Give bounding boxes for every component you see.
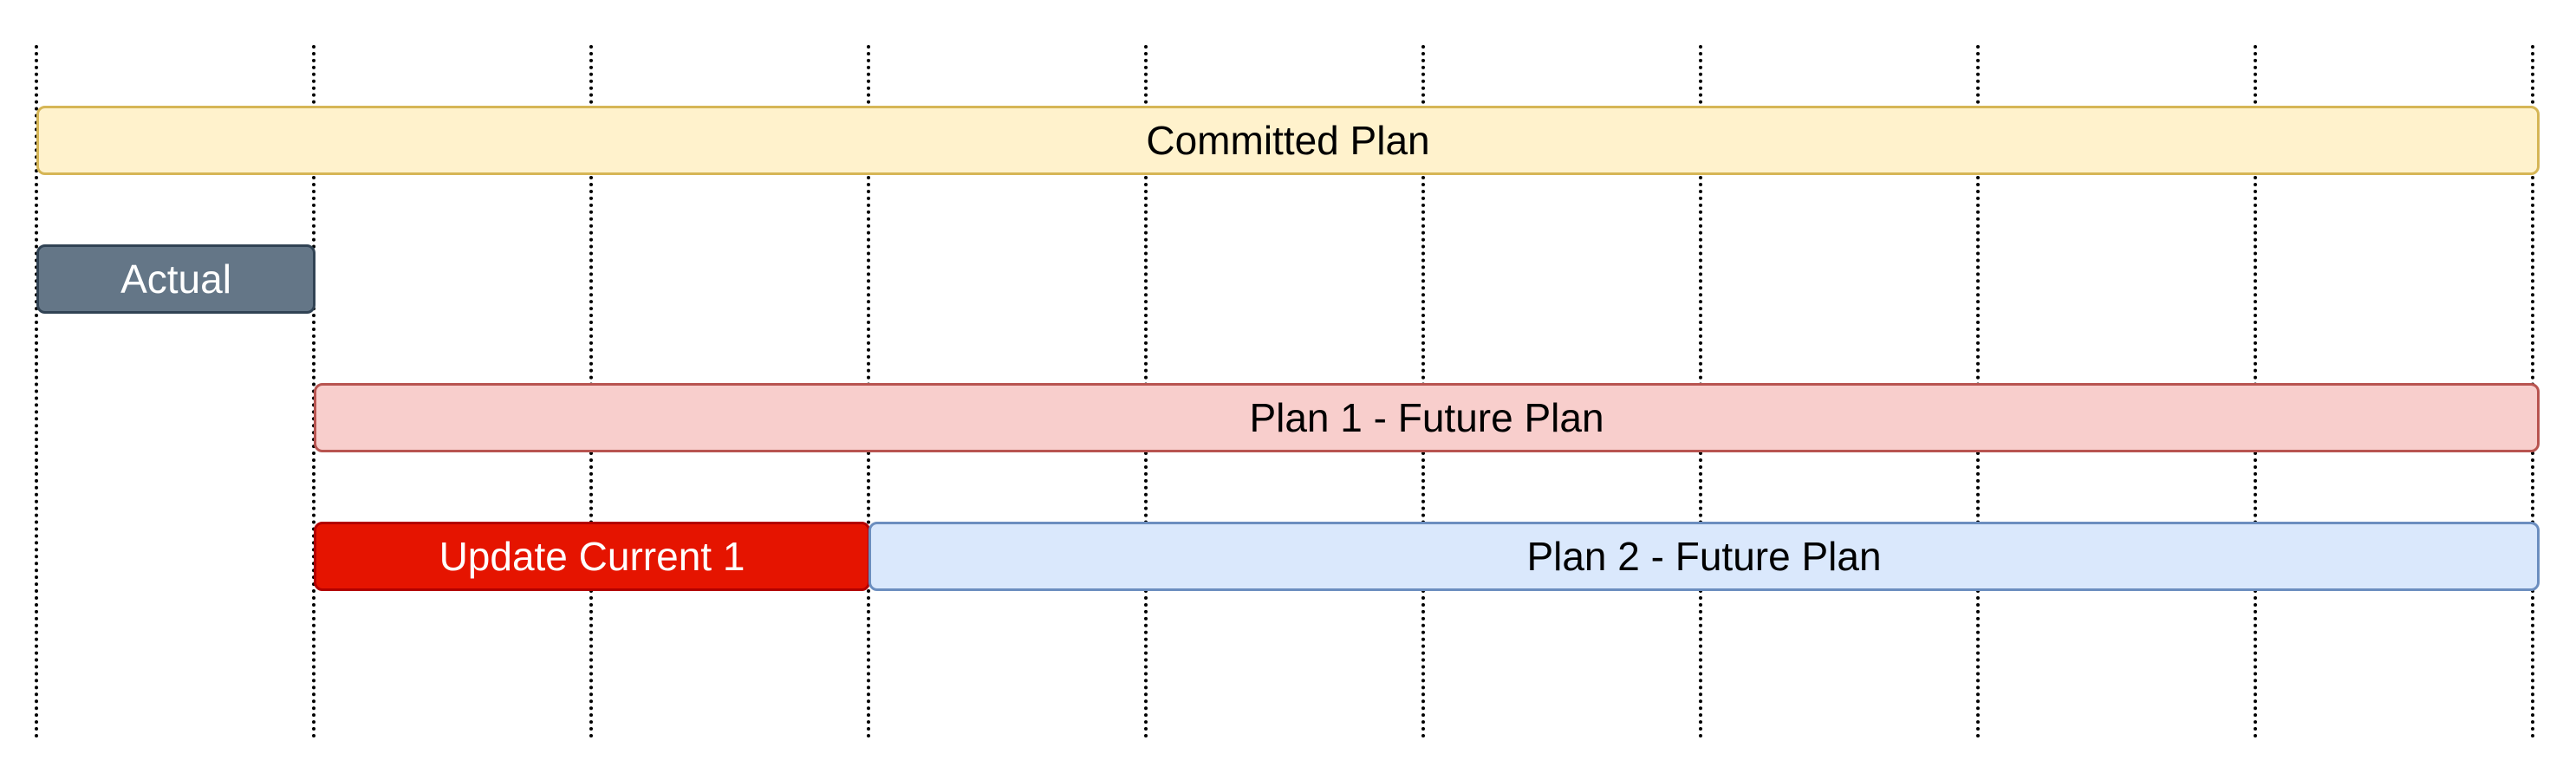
- update-current-1-label: Update Current 1: [439, 534, 745, 579]
- plan-2-future-plan-bar[interactable]: Plan 2 - Future Plan: [868, 522, 2540, 591]
- plan-1-future-plan-label: Plan 1 - Future Plan: [1249, 395, 1604, 440]
- plan-2-future-plan-label: Plan 2 - Future Plan: [1526, 534, 1882, 579]
- update-current-1-bar[interactable]: Update Current 1: [314, 522, 870, 591]
- plan-1-future-plan-bar[interactable]: Plan 1 - Future Plan: [314, 383, 2540, 452]
- committed-plan-bar[interactable]: Committed Plan: [36, 106, 2540, 175]
- actual-label: Actual: [120, 257, 231, 302]
- committed-plan-label: Committed Plan: [1146, 118, 1430, 163]
- gridline: [35, 45, 38, 738]
- actual-bar[interactable]: Actual: [36, 244, 315, 314]
